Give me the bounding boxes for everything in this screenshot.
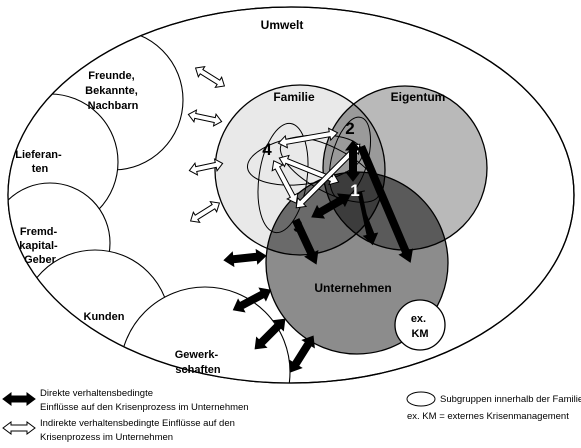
external-km-circle <box>394 299 446 351</box>
legend-subgroup-ellipse <box>406 391 436 407</box>
stakeholder-creditors-label: Fremd- kapital- Geber <box>19 226 61 266</box>
family-company-overlap <box>266 172 385 255</box>
company-label: Unternehmen <box>314 281 391 295</box>
indirect-arrow <box>188 158 224 176</box>
ownership-label: Eigentum <box>391 90 446 104</box>
direct-arrow <box>311 193 351 219</box>
legend-indirect-text: Indirekte verhaltensbedingte Einflüsse a… <box>40 418 238 443</box>
legend-subgroup-text: Subgruppen innerhalb der Familie <box>440 394 581 405</box>
indirect-arrow <box>295 143 361 209</box>
subgroup-number: 4 <box>262 140 272 159</box>
subgroup-number: 2 <box>345 119 354 138</box>
indirect-arrow <box>187 109 223 127</box>
direct-arrow <box>289 335 315 373</box>
stakeholder-customers-label: Kunden <box>84 311 125 323</box>
direct-arrow <box>292 218 319 265</box>
family-label: Familie <box>273 90 315 104</box>
legend-direct-text: Direkte verhaltensbedingte Einflüsse auf… <box>40 388 249 413</box>
stakeholder-unions-label: Gewerk- schaften <box>175 349 221 376</box>
internal-direct-arrows <box>292 140 414 265</box>
legend-km-text: ex. KM = externes Krisenmanagement <box>407 411 569 422</box>
external-km-label: ex. KM <box>411 313 429 340</box>
direct-arrow <box>357 190 379 246</box>
direct-arrow <box>344 140 362 182</box>
stakeholder-suppliers-label: Lieferan- ten <box>15 149 65 175</box>
environment-label: Umwelt <box>261 18 304 32</box>
direct-arrow <box>357 144 414 263</box>
subgroup-number: 1 <box>350 181 359 200</box>
indirect-arrow <box>271 160 299 204</box>
internal-indirect-arrows <box>271 127 361 209</box>
direct-arrow <box>232 287 272 313</box>
direct-arrow <box>223 248 267 268</box>
indirect-arrow <box>189 200 221 224</box>
indirect-arrow <box>194 65 226 89</box>
subgroup-number: 3 <box>293 217 302 236</box>
legend: Direkte verhaltensbedingte Einflüsse auf… <box>2 388 581 443</box>
indirect-arrow <box>277 127 339 149</box>
external-direct-arrows <box>223 248 315 373</box>
legend-direct-arrow <box>2 392 36 406</box>
stakeholder-friends-label: Freunde, Bekannte, Nachbarn <box>85 70 141 112</box>
indirect-arrows <box>187 65 226 224</box>
ownership-company-overlap <box>323 172 448 250</box>
direct-arrow <box>254 318 286 350</box>
legend-indirect-arrow <box>2 421 36 435</box>
